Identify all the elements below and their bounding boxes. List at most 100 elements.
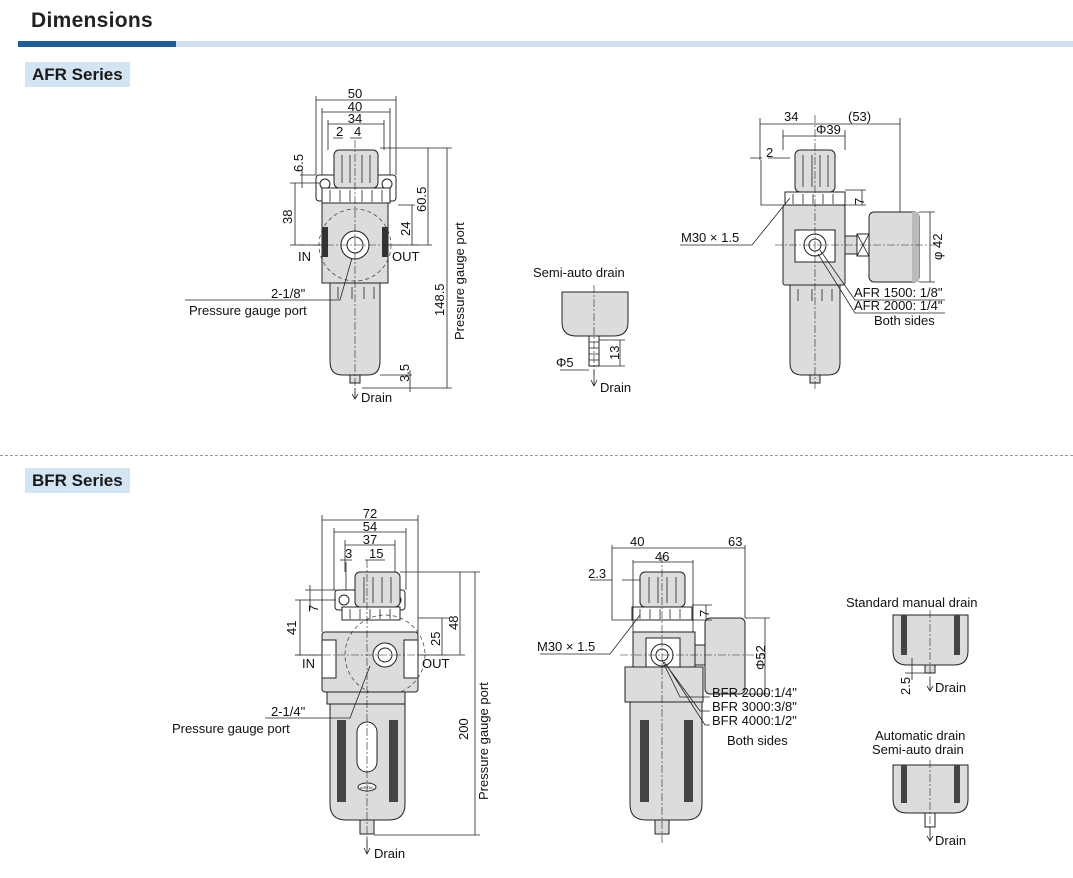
bfr-manual-drain-drawing: Standard manual drain 2.5 Drain bbox=[846, 595, 978, 695]
drawing-line bbox=[321, 187, 391, 204]
drawing-line bbox=[750, 118, 901, 212]
drawing-line bbox=[797, 289, 833, 301]
dim-phi5: Φ5 bbox=[556, 355, 574, 370]
in-label: IN bbox=[298, 249, 311, 264]
dim-3-5: 3.5 bbox=[397, 364, 412, 382]
drawing-line bbox=[290, 170, 322, 246]
dim-phi52: Φ52 bbox=[753, 645, 768, 670]
both-sides-label: Both sides bbox=[874, 313, 935, 328]
pressure-gauge-port-vertical: Pressure gauge port bbox=[476, 682, 491, 800]
drain-label: Drain bbox=[600, 380, 631, 395]
drawing-line bbox=[341, 155, 371, 183]
drawing-line bbox=[775, 115, 935, 390]
drawing-line bbox=[321, 639, 337, 679]
drawing-line bbox=[389, 720, 398, 802]
drawing-line bbox=[926, 828, 934, 842]
dim-53: (53) bbox=[848, 109, 871, 124]
drawing-line bbox=[954, 615, 960, 655]
dim-54: 54 bbox=[363, 519, 377, 534]
dim-2: 2 bbox=[766, 145, 773, 160]
drawing-line bbox=[349, 609, 391, 619]
pressure-gauge-port-vertical: Pressure gauge port bbox=[452, 222, 467, 340]
out-label: OUT bbox=[392, 249, 420, 264]
dim-2-3: 2.3 bbox=[588, 566, 606, 581]
drain-label: Drain bbox=[374, 846, 405, 861]
dim-25: 25 bbox=[428, 632, 443, 646]
drawing-line bbox=[745, 617, 770, 695]
dim-38: 38 bbox=[280, 210, 295, 224]
drawing-line bbox=[817, 249, 945, 314]
title-rule-accent bbox=[18, 41, 176, 47]
thread-size: M30 × 1.5 bbox=[681, 230, 739, 245]
drawing-line bbox=[905, 658, 934, 692]
bfr-series-label: BFR Series bbox=[25, 468, 130, 493]
dim-4: 4 bbox=[354, 124, 361, 139]
dim-40: 40 bbox=[348, 99, 362, 114]
drawing-line bbox=[640, 720, 649, 802]
semi-auto-drain-title: Semi-auto drain bbox=[533, 265, 625, 280]
dim-7: 7 bbox=[852, 198, 867, 205]
drawing-line bbox=[802, 155, 829, 187]
dim-48: 48 bbox=[446, 616, 461, 630]
page-title: Dimensions bbox=[31, 9, 154, 32]
semi-auto-drain-title: Semi-auto drain bbox=[872, 742, 964, 757]
both-sides-label: Both sides bbox=[727, 733, 788, 748]
dim-13: 13 bbox=[607, 346, 622, 360]
drawing-line bbox=[329, 190, 383, 202]
in-label: IN bbox=[302, 656, 315, 671]
afr-series-label: AFR Series bbox=[25, 62, 130, 87]
drawing-line bbox=[590, 545, 746, 632]
bfr-auto-drain-drawing: Automatic drain Semi-auto drain Drain bbox=[872, 728, 969, 848]
port-size: 2-1/4" bbox=[271, 704, 306, 719]
drawing-line bbox=[661, 659, 710, 726]
drawing-line bbox=[382, 227, 388, 257]
title-rule bbox=[176, 41, 1073, 47]
dim-40: 40 bbox=[630, 534, 644, 549]
dim-34: 34 bbox=[348, 111, 362, 126]
dim-24: 24 bbox=[398, 222, 413, 236]
bfr-front-drawing: AIRTAC 72 54 37 3 15 7 41 25 48 200 Pres… bbox=[172, 506, 491, 861]
drawing-line bbox=[680, 197, 791, 246]
drawing-line bbox=[337, 287, 375, 299]
drawing-line bbox=[315, 96, 397, 175]
drawing-line bbox=[919, 211, 935, 283]
dim-15: 15 bbox=[369, 546, 383, 561]
pressure-gauge-port-label: Pressure gauge port bbox=[189, 303, 307, 318]
thread-size: M30 × 1.5 bbox=[537, 639, 595, 654]
drawing-line bbox=[760, 160, 834, 206]
automatic-drain-title: Automatic drain bbox=[875, 728, 965, 743]
drawing-line bbox=[295, 585, 336, 656]
dim-phi42: φ 42 bbox=[930, 233, 945, 260]
dim-63: 63 bbox=[728, 534, 742, 549]
drawing-line bbox=[684, 720, 693, 802]
dim-3: 3 bbox=[345, 546, 352, 561]
drawing-line bbox=[901, 615, 907, 655]
drawing-line bbox=[540, 614, 641, 655]
afr-semi-auto-drain-drawing: Semi-auto drain 13 Φ5 Drain bbox=[533, 265, 631, 395]
drawing-line bbox=[333, 149, 379, 189]
out-label: OUT bbox=[422, 656, 450, 671]
drawing-line bbox=[620, 555, 765, 845]
drawing-line bbox=[354, 571, 401, 608]
drawing-line bbox=[892, 614, 969, 666]
dim-60-5: 60.5 bbox=[414, 187, 429, 212]
drawing-line bbox=[704, 617, 746, 695]
dim-7: 7 bbox=[306, 605, 321, 612]
drawing-line bbox=[648, 577, 677, 603]
drawing-line bbox=[403, 639, 419, 679]
port-afr2000: AFR 2000: 1/4" bbox=[854, 298, 943, 313]
dim-148-5: 148.5 bbox=[432, 283, 447, 316]
drawing-line bbox=[265, 665, 371, 719]
drawing-line bbox=[322, 227, 328, 257]
drawing-line bbox=[560, 339, 625, 387]
drawing-line bbox=[362, 147, 452, 392]
dim-2-5: 2.5 bbox=[898, 677, 913, 695]
manual-drain-title: Standard manual drain bbox=[846, 595, 978, 610]
dim-34: 34 bbox=[784, 109, 798, 124]
drawing-line bbox=[868, 211, 920, 283]
drain-label: Drain bbox=[361, 390, 392, 405]
drawing-line bbox=[341, 606, 401, 621]
dim-6-5: 6.5 bbox=[291, 154, 306, 172]
section-divider bbox=[0, 455, 1073, 456]
